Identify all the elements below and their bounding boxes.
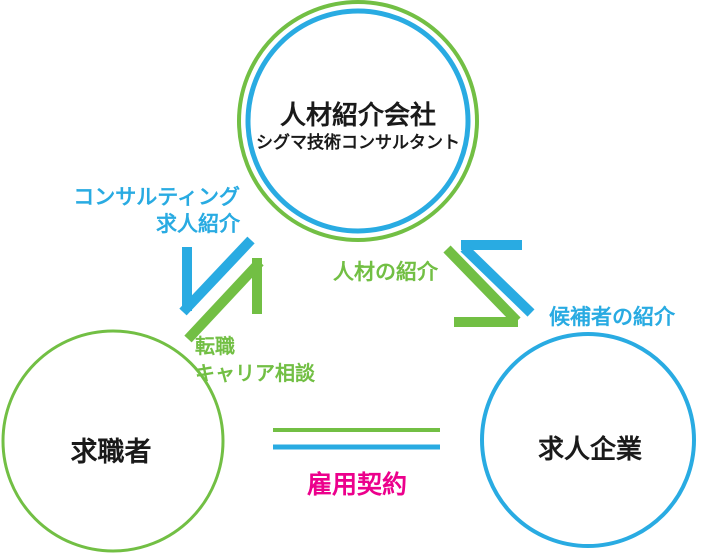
agency-circle-outer [237,0,479,242]
company-circle [480,332,696,548]
employment-contract-label: 雇用契約 [306,471,407,499]
consulting-flow-line1: コンサルティング [73,186,240,209]
consulting-arrow-blue [179,236,255,316]
referral-arrow-blue [460,240,535,317]
career-arrow-green [184,258,264,343]
agency-circle-inner [245,8,471,234]
career-flow-line1: 転職 [195,336,235,358]
job-seeker-label: 求職者 [70,437,152,467]
talent-intro-label: 人材の紹介 [333,261,438,284]
candidate-intro-label: 候補者の紹介 [549,306,675,329]
agency-subtitle: シグマ技術コンサルタント [256,133,460,152]
career-flow-label: 転職 キャリア相談 [195,334,315,388]
career-flow-line2: キャリア相談 [195,363,315,385]
consulting-flow-label: コンサルティング 求人紹介 [73,184,240,238]
agency-title: 人材紹介会社 [279,100,436,130]
consulting-flow-line2: 求人紹介 [156,213,240,236]
hiring-company-label: 求人企業 [537,434,642,464]
referral-arrow-green [443,245,521,327]
job-seeker-circle [1,329,225,553]
